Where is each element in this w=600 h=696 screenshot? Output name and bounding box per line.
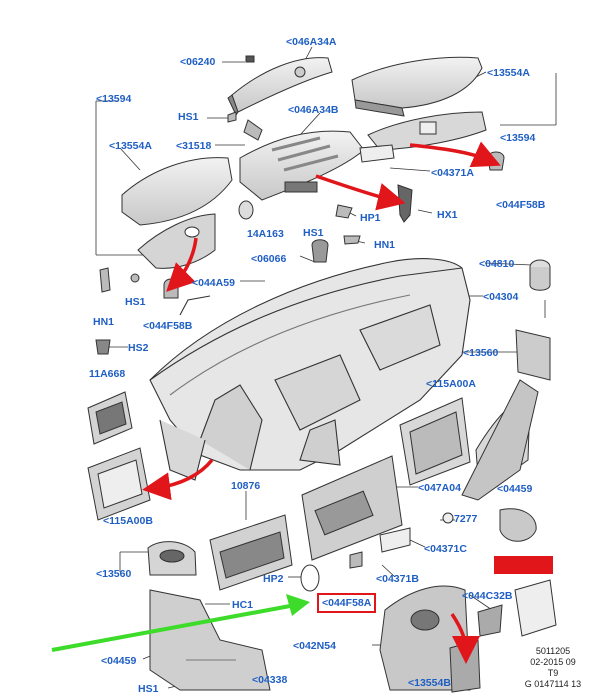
green-pointer-arrow — [51, 594, 310, 652]
label-044C32B: <044C32B — [462, 590, 513, 602]
label-HS1-c: HS1 — [125, 296, 146, 308]
label-044F58A-highlighted: <044F58A — [317, 593, 377, 613]
label-04371A: <04371A — [431, 167, 474, 179]
label-HP2: HP2 — [263, 573, 284, 585]
label-115A00A: <115A00A — [426, 378, 476, 390]
label-HX1: HX1 — [437, 209, 458, 221]
label-HS1-a: HS1 — [178, 111, 199, 123]
part-047A04 — [301, 455, 403, 561]
label-046A34B: <046A34B — [288, 104, 339, 116]
label-7277: 7277 — [454, 513, 478, 525]
footer-line-3: T9 — [547, 668, 559, 678]
label-13554A-left: <13554A — [109, 140, 152, 152]
label-042N54: <042N54 — [293, 640, 336, 652]
highlight-label-044C32A: <044C32A — [494, 556, 553, 574]
footer-line-1: 5011205 — [535, 646, 571, 656]
label-13594-left: <13594 — [96, 93, 132, 105]
footer-reference: 5011205 02-2015 09 T9 G 0147114 13 — [520, 646, 586, 690]
footer-line-2: 02-2015 09 — [530, 657, 576, 667]
label-13554A-top: <13554A — [487, 67, 530, 79]
part-10876 — [209, 514, 293, 591]
label-13560-right: <13560 — [463, 347, 499, 359]
vent-frames-left — [87, 391, 151, 521]
label-HC1: HC1 — [232, 599, 254, 611]
label-044A59: <044A59 — [192, 277, 235, 289]
label-31518: <31518 — [176, 140, 212, 152]
part-13554A-left — [121, 157, 233, 226]
label-04371B: <04371B — [376, 573, 419, 585]
label-10876: 10876 — [231, 480, 261, 492]
label-06066: <06066 — [251, 253, 287, 265]
label-04338: <04338 — [252, 674, 288, 686]
lower-parts — [147, 508, 557, 637]
label-13560-left: <13560 — [96, 568, 132, 580]
part-lower-tray-left — [137, 213, 216, 269]
label-HS1-d: HS1 — [138, 683, 159, 695]
label-HS1-b: HS1 — [303, 227, 324, 239]
label-HP1: HP1 — [360, 212, 381, 224]
label-04459-right: <04459 — [497, 483, 533, 495]
red-arrows — [142, 141, 501, 664]
part-04459-right — [461, 379, 539, 501]
part-04459-left — [149, 589, 271, 691]
label-044F58B-left: <044F58B — [143, 320, 193, 332]
part-13554A-top — [351, 56, 483, 117]
label-HN1-b: HN1 — [93, 316, 115, 328]
label-HS2: HS2 — [128, 342, 149, 354]
label-04459-left: <04459 — [101, 655, 137, 667]
label-11A668: 11A668 — [89, 368, 126, 380]
label-04304: <04304 — [483, 291, 519, 303]
label-HN1-a: HN1 — [374, 239, 396, 251]
label-14A163: 14A163 — [247, 228, 284, 240]
label-044F58B-right: <044F58B — [496, 199, 546, 211]
part-046A34A — [227, 55, 333, 117]
label-04810: <04810 — [479, 258, 515, 270]
label-13554B: <13554B — [408, 677, 451, 689]
label-115A00B: <115A00B — [103, 515, 153, 527]
label-046A34A: <046A34A — [286, 36, 337, 48]
label-06240: <06240 — [180, 56, 216, 68]
label-13594-right: <13594 — [500, 132, 536, 144]
part-046A34B — [239, 130, 365, 201]
footer-line-4: G 0147114 13 — [524, 679, 582, 689]
label-047A04: <047A04 — [418, 482, 461, 494]
dashboard-main — [149, 258, 471, 481]
label-04371C: <04371C — [424, 543, 467, 555]
part-13594-right — [367, 111, 487, 151]
